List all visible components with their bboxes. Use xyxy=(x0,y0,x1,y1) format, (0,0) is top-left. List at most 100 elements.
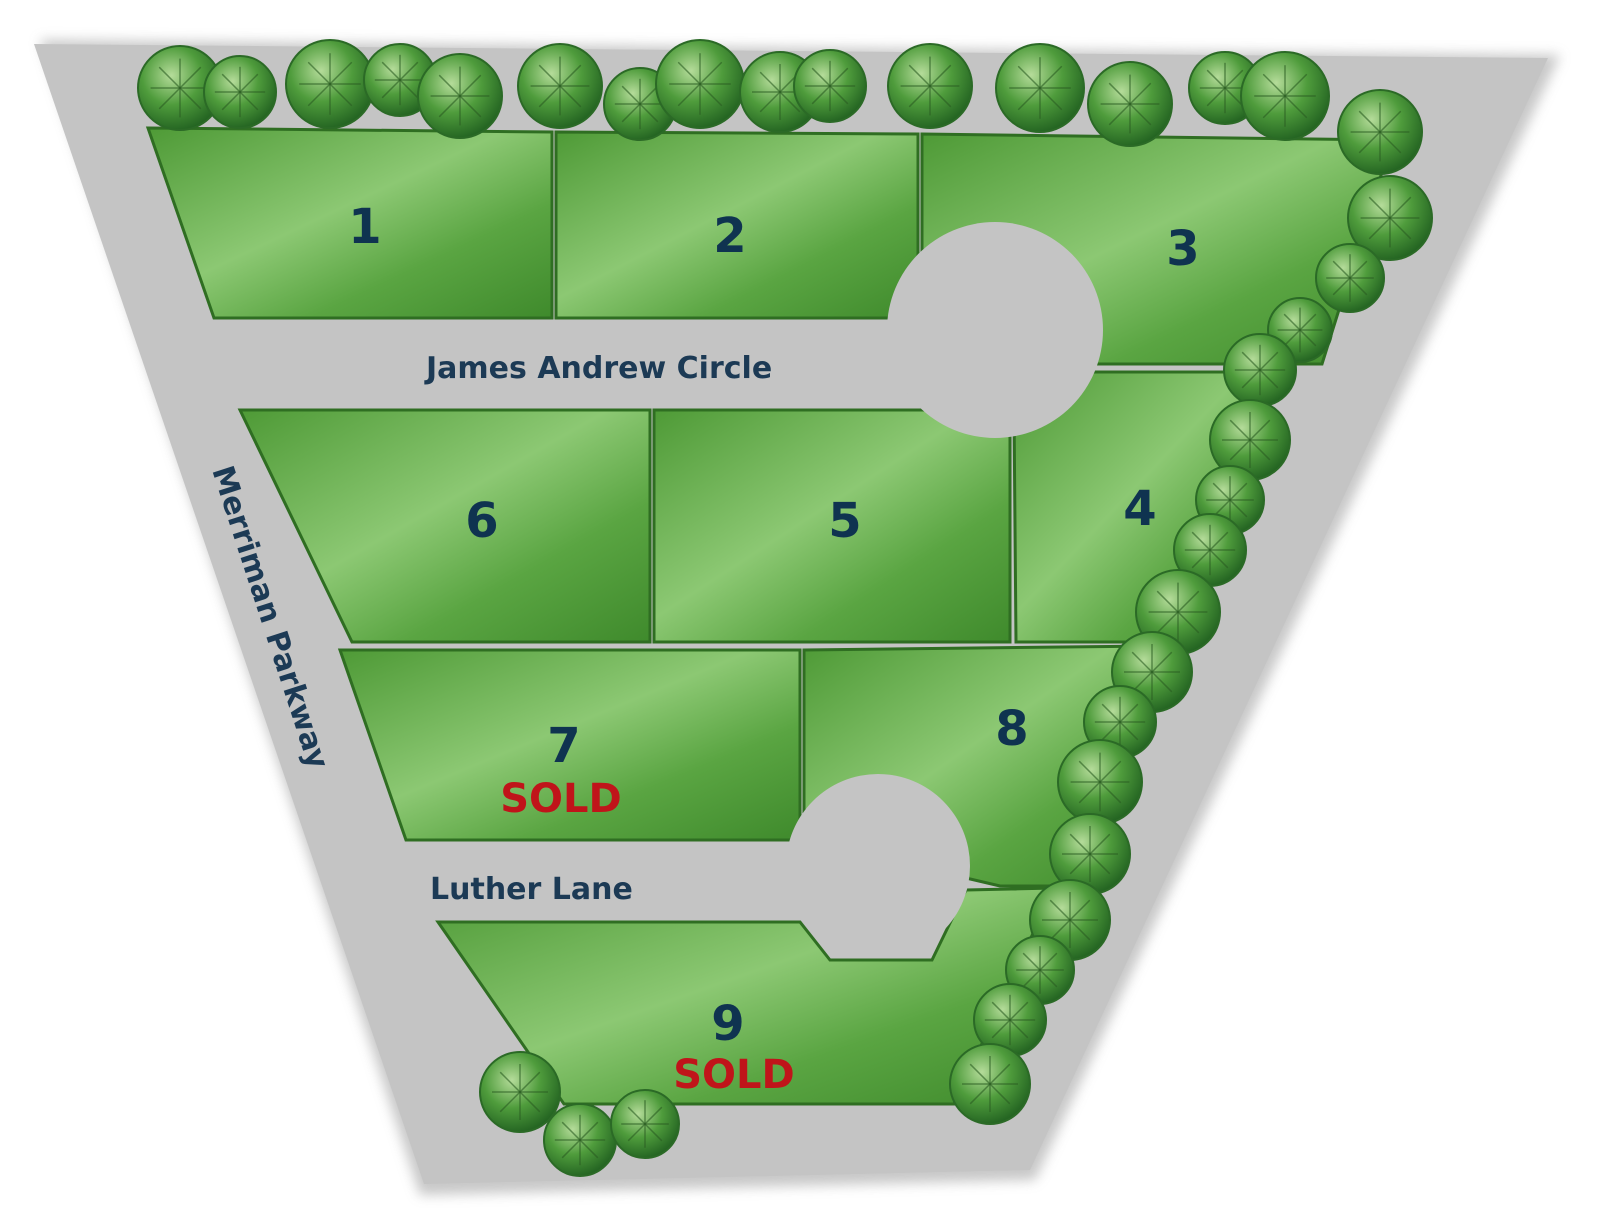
lot-5-shape[interactable] xyxy=(652,408,1012,644)
tree-branch xyxy=(221,91,241,111)
tree-branch xyxy=(561,1121,581,1141)
tree-branch xyxy=(438,95,461,118)
lot-9-shape[interactable] xyxy=(435,886,1057,1106)
tree-branch xyxy=(1283,329,1301,347)
tree-branch xyxy=(1229,499,1248,518)
tree-branch xyxy=(499,1071,521,1093)
tree-branch xyxy=(307,83,331,107)
tree-branch xyxy=(459,74,482,97)
tree-branch xyxy=(759,71,781,93)
tree-branch xyxy=(381,61,401,81)
tree-branch xyxy=(1017,65,1041,89)
street-label-luther: Luther Lane xyxy=(430,872,633,907)
tree-branch xyxy=(559,64,582,87)
tree-branch xyxy=(329,61,353,85)
tree-branch xyxy=(1249,439,1271,461)
tree-branch xyxy=(621,85,641,105)
tree-branch xyxy=(627,1106,646,1125)
tree-branch xyxy=(1039,969,1058,988)
tree-branch xyxy=(559,85,582,108)
tree-branch xyxy=(829,85,849,105)
tree-branch xyxy=(519,1091,541,1113)
lot-2-shape[interactable] xyxy=(554,130,920,320)
lot-8-number: 8 xyxy=(995,701,1028,757)
lot-9-status: SOLD xyxy=(673,1052,795,1098)
tree-branch xyxy=(779,91,801,113)
tree-branch xyxy=(969,1083,991,1105)
lot-9-number: 9 xyxy=(711,996,744,1052)
tree-icons xyxy=(137,39,1433,1177)
tree-branch xyxy=(1249,419,1271,441)
tree-branch xyxy=(1039,952,1058,971)
tree-branch xyxy=(538,85,561,108)
tree-branch xyxy=(1283,313,1301,331)
tree-branch xyxy=(579,1121,599,1141)
tree-branch xyxy=(829,67,849,87)
tree-branch xyxy=(811,85,831,105)
tree-branch xyxy=(1284,73,1308,97)
tree-branch xyxy=(1229,419,1251,441)
lot-5-number: 5 xyxy=(828,493,861,549)
tree-branch xyxy=(969,1063,991,1085)
tree-branch xyxy=(1069,853,1091,875)
tree-branch xyxy=(1131,651,1153,673)
tree-branch xyxy=(239,91,259,111)
lot-7-shape[interactable] xyxy=(337,648,802,842)
lot-6-number: 6 xyxy=(465,493,498,549)
lot-1-shape[interactable] xyxy=(145,126,554,320)
tree-branch xyxy=(699,83,723,107)
tree-branch xyxy=(989,1063,1011,1085)
tree-branch xyxy=(1039,65,1063,89)
tree-branch xyxy=(399,61,419,81)
tree-branch xyxy=(1209,549,1229,569)
tree-branch xyxy=(221,73,241,93)
tree-branch xyxy=(759,91,781,113)
tree-branch xyxy=(929,85,952,108)
lot-3-number: 3 xyxy=(1166,221,1199,277)
tree-branch xyxy=(1191,549,1211,569)
tree-branch xyxy=(1119,721,1139,741)
tree-branch xyxy=(239,73,259,93)
tree-branch xyxy=(1241,351,1261,371)
tree-branch xyxy=(399,79,419,99)
tree-branch xyxy=(1069,919,1091,941)
tree-branch xyxy=(1212,482,1231,501)
tree-branch xyxy=(179,66,202,89)
tree-branch xyxy=(579,1139,599,1159)
tree-branch xyxy=(381,79,401,99)
tree-branch xyxy=(1209,531,1229,551)
tree-branch xyxy=(1358,131,1381,154)
tree-branch xyxy=(1099,781,1122,804)
tree-branch xyxy=(1177,590,1200,613)
tree-branch xyxy=(908,64,931,87)
tree-branch xyxy=(1022,952,1041,971)
tree-branch xyxy=(438,74,461,97)
tree-branch xyxy=(1177,611,1200,634)
tree-branch xyxy=(1156,590,1179,613)
tree-branch xyxy=(1284,95,1308,119)
tree-branch xyxy=(627,1123,646,1142)
tree-branch xyxy=(1129,82,1152,105)
tree-branch xyxy=(459,95,482,118)
tree-branch xyxy=(1108,103,1131,126)
tree-branch xyxy=(1156,611,1179,634)
tree-branch xyxy=(1259,369,1279,389)
tree-branch xyxy=(929,64,952,87)
lot-6-shape[interactable] xyxy=(237,408,652,644)
tree-branch xyxy=(1206,69,1226,89)
tree-branch xyxy=(1069,833,1091,855)
tree-branch xyxy=(1259,351,1279,371)
tree-branch xyxy=(1349,260,1368,279)
tree-branch xyxy=(1358,110,1381,133)
tree-branch xyxy=(519,1071,541,1093)
tree-branch xyxy=(1389,217,1412,240)
tree-branch xyxy=(1368,217,1391,240)
tree-branch xyxy=(677,61,701,85)
tree-branch xyxy=(1389,196,1412,219)
tree-branch xyxy=(908,85,931,108)
tree-branch xyxy=(158,87,181,110)
tree-branch xyxy=(1349,277,1368,296)
tree-branch xyxy=(644,1123,663,1142)
lot-3-shape[interactable] xyxy=(920,132,1395,366)
tree-branch xyxy=(811,67,831,87)
